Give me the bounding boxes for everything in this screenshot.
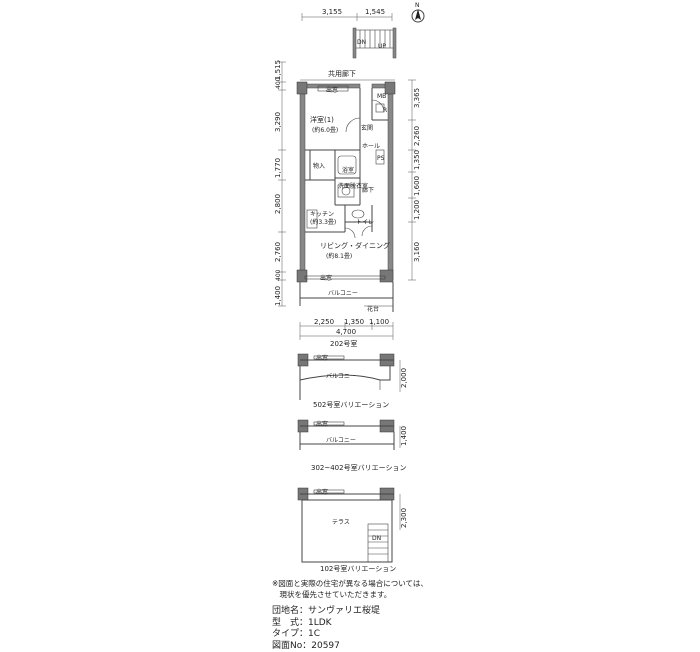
disclaimer-note: ※図面と実際の住宅が異なる場合については、 現状を優先させていただきます。 bbox=[272, 578, 428, 600]
info-value: 1C bbox=[308, 629, 320, 639]
bottom-dim-total: 4,700 bbox=[336, 328, 356, 336]
info-row-name: 団地名：サンヴァリエ桜堤 bbox=[272, 606, 380, 618]
property-info: 団地名：サンヴァリエ桜堤 型 式：1LDK タイプ：1C 図面No：20597 bbox=[272, 606, 380, 652]
room-hall: ホール bbox=[362, 143, 380, 150]
bottom-dim-a: 2,250 bbox=[314, 318, 334, 326]
v1-dim: 2,000 bbox=[400, 368, 408, 388]
note-line-1: ※図面と実際の住宅が異なる場合については、 bbox=[272, 578, 428, 589]
info-label: タイプ： bbox=[272, 629, 308, 639]
label-mb: MB bbox=[377, 93, 386, 100]
right-dim-1: 3,365 bbox=[413, 88, 421, 108]
variation-302-402: 出窓 バルコニー 1,400 302~402号室バリエーション bbox=[298, 420, 408, 472]
room-hallway: 廊下 bbox=[362, 186, 374, 194]
v2-window: 出窓 bbox=[316, 420, 328, 428]
variation-102: 出窓 テラス DN 2,300 102号室バリエーション bbox=[298, 488, 408, 573]
north-label: N bbox=[415, 2, 420, 9]
corridor-label: 共用廊下 bbox=[328, 69, 356, 78]
v2-caption: 302~402号室バリエーション bbox=[311, 463, 406, 472]
left-dim-8: 1,400 bbox=[274, 286, 282, 306]
room-living: リビング・ダイニング bbox=[320, 241, 390, 250]
info-label: 図面No： bbox=[272, 641, 311, 651]
top-dim-right: 1,545 bbox=[365, 8, 385, 16]
top-window-label: 出窓 bbox=[326, 86, 338, 94]
room-storage: 物入 bbox=[313, 162, 325, 170]
top-dimensions: 3,155 1,545 bbox=[302, 8, 392, 21]
left-dim-7: 400 bbox=[275, 269, 282, 281]
room-living-size: (約8.1畳) bbox=[326, 252, 352, 260]
v2-dim: 1,400 bbox=[400, 426, 408, 446]
info-value: サンヴァリエ桜堤 bbox=[308, 606, 380, 616]
room-western: 洋室(1) bbox=[310, 115, 334, 124]
left-dimensions: 1,515 400 3,290 1,770 2,800 2,760 400 1,… bbox=[274, 60, 286, 306]
stairs: DN UP bbox=[353, 28, 396, 58]
v2-balcony: バルコニー bbox=[326, 437, 356, 444]
bottom-dim-c: 1,100 bbox=[369, 318, 389, 326]
info-label: 型 式： bbox=[272, 618, 308, 628]
left-dim-4: 1,770 bbox=[274, 158, 282, 178]
right-dim-3: 1,350 bbox=[413, 150, 421, 170]
left-dim-2: 400 bbox=[275, 77, 282, 89]
room-western-size: (約6.0畳) bbox=[312, 126, 338, 134]
left-dim-5: 2,800 bbox=[274, 194, 282, 214]
room-kitchen-size: (約3.3畳) bbox=[310, 218, 336, 226]
info-label: 団地名： bbox=[272, 606, 308, 616]
v3-terrace: テラス bbox=[332, 519, 350, 526]
info-value: 1LDK bbox=[308, 618, 332, 628]
bottom-window-label: 出窓 bbox=[320, 274, 332, 282]
v3-dn: DN bbox=[372, 535, 381, 542]
left-dim-6: 2,760 bbox=[274, 242, 282, 262]
north-arrow-icon: N bbox=[412, 2, 424, 22]
room-toilet: トイレ bbox=[356, 219, 374, 226]
v1-balcony: バルコニー bbox=[326, 373, 356, 380]
v3-dim: 2,300 bbox=[400, 508, 408, 528]
info-row-subtype: タイプ：1C bbox=[272, 629, 380, 641]
planter-label: 花台 bbox=[367, 305, 379, 313]
variation-502: 出窓 バルコニー 2,000 502号室バリエーション bbox=[298, 354, 408, 409]
bottom-dimensions: 2,250 1,350 1,100 4,700 202号室 bbox=[300, 318, 393, 348]
v1-window: 出窓 bbox=[316, 354, 328, 362]
top-dim-left: 3,155 bbox=[322, 8, 342, 16]
stairs-up: UP bbox=[378, 43, 386, 50]
room-kitchen: キッチン bbox=[310, 211, 334, 218]
label-r: R bbox=[383, 107, 387, 114]
balcony-label: バルコニー bbox=[328, 290, 358, 297]
label-ps: PS bbox=[377, 155, 385, 162]
right-dim-6: 3,160 bbox=[413, 242, 421, 262]
right-dim-5: 1,200 bbox=[413, 200, 421, 220]
v3-window: 出窓 bbox=[316, 488, 328, 496]
info-row-type: 型 式：1LDK bbox=[272, 618, 380, 630]
unit-202-plan: 出窓 出窓 洋室(1) (約6.0畳) 玄関 ホ bbox=[297, 82, 395, 313]
note-line-2: 現状を優先させていただきます。 bbox=[272, 589, 428, 600]
right-dimensions: 3,365 2,260 1,350 1,600 1,200 3,160 bbox=[408, 80, 421, 280]
v3-caption: 102号室バリエーション bbox=[320, 564, 396, 573]
left-dim-3: 3,290 bbox=[274, 112, 282, 132]
v1-caption: 502号室バリエーション bbox=[313, 400, 389, 409]
stairs-dn: DN bbox=[357, 39, 366, 46]
right-dim-4: 1,600 bbox=[413, 176, 421, 196]
bottom-dim-b: 1,350 bbox=[344, 318, 364, 326]
info-value: 20597 bbox=[311, 641, 340, 651]
main-caption: 202号室 bbox=[330, 339, 357, 348]
info-row-number: 図面No：20597 bbox=[272, 641, 380, 652]
room-entrance: 玄関 bbox=[361, 124, 373, 132]
right-dim-2: 2,260 bbox=[413, 126, 421, 146]
room-bath: 浴室 bbox=[342, 166, 354, 174]
left-dim-1: 1,515 bbox=[274, 60, 282, 80]
